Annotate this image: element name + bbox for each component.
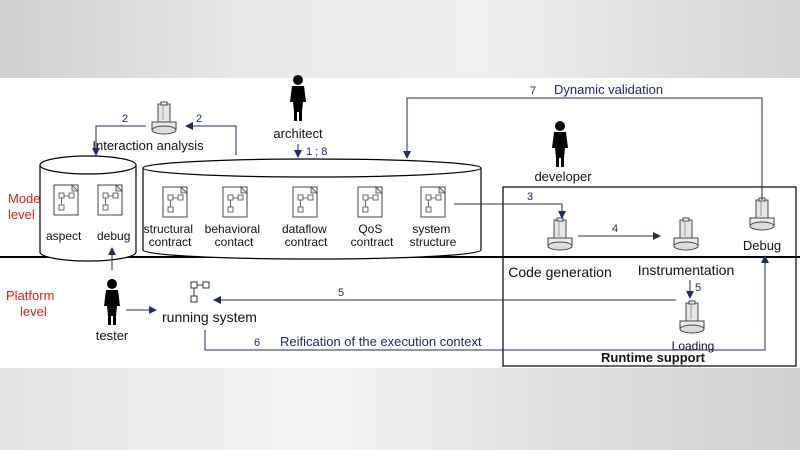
- system-structure-icon: [420, 186, 446, 218]
- arrow-5-left-number: 5: [338, 287, 344, 299]
- structural-contract-icon: [162, 186, 188, 218]
- architect-label: architect: [273, 126, 323, 141]
- dynamic-validation-arrow: [403, 97, 763, 200]
- aspect-model-label: aspect: [46, 229, 82, 243]
- arrow-1-8-number: 1 ; 8: [306, 146, 327, 158]
- debug-tool-label: Debug: [743, 238, 781, 253]
- interaction-input-arrow: [185, 122, 237, 155]
- arrow-4-number: 4: [612, 223, 618, 235]
- loading-label: Loading: [672, 339, 715, 353]
- structural-contract-label: structural contract: [144, 222, 197, 249]
- instrumentation-label: Instrumentation: [638, 262, 735, 278]
- dynamic-validation-label: Dynamic validation: [554, 82, 663, 97]
- runtime-support-label: Runtime support: [601, 350, 706, 365]
- arrow-6-number: 6: [254, 337, 260, 349]
- arrow-2-right-number: 2: [196, 113, 202, 125]
- dataflow-contract-label: dataflow contract: [282, 222, 330, 249]
- debug-model-icon: [97, 184, 123, 216]
- behavioral-contact-icon: [222, 186, 248, 218]
- arrow-2-left-number: 2: [122, 113, 128, 125]
- platform-level-label: Platform level: [6, 288, 58, 319]
- runtime-support-box: [502, 186, 797, 367]
- arrow-7-number: 7: [530, 85, 536, 97]
- interaction-output-arrow: [92, 125, 146, 156]
- arrow-3-number: 3: [527, 191, 533, 203]
- running-system-label: running system: [162, 309, 257, 325]
- qos-contract-label: QoS contract: [351, 222, 394, 249]
- blurred-backdrop-top: [0, 0, 800, 78]
- blurred-backdrop-bottom: [0, 368, 800, 450]
- arrow-5-up-number: 5: [695, 282, 701, 294]
- debug-model-label: debug: [97, 229, 130, 243]
- system-structure-to-codegen-arrow: [454, 203, 566, 219]
- qos-contract-icon: [357, 186, 383, 218]
- model-level-label: Model level: [8, 191, 47, 222]
- dataflow-contract-icon: [292, 186, 318, 218]
- behavioral-contact-label: behavioral contact: [205, 222, 264, 249]
- system-structure-label: system structure: [410, 222, 457, 249]
- tester-label: tester: [96, 328, 129, 343]
- reification-label: Reification of the execution context: [280, 334, 482, 349]
- interaction-analysis-label: Interaction analysis: [92, 138, 204, 153]
- running-system-icon: [190, 281, 210, 303]
- developer-label: developer: [534, 169, 592, 184]
- code-generation-label: Code generation: [508, 264, 612, 280]
- reification-arrow: [204, 255, 769, 351]
- aspect-model-icon: [53, 184, 79, 216]
